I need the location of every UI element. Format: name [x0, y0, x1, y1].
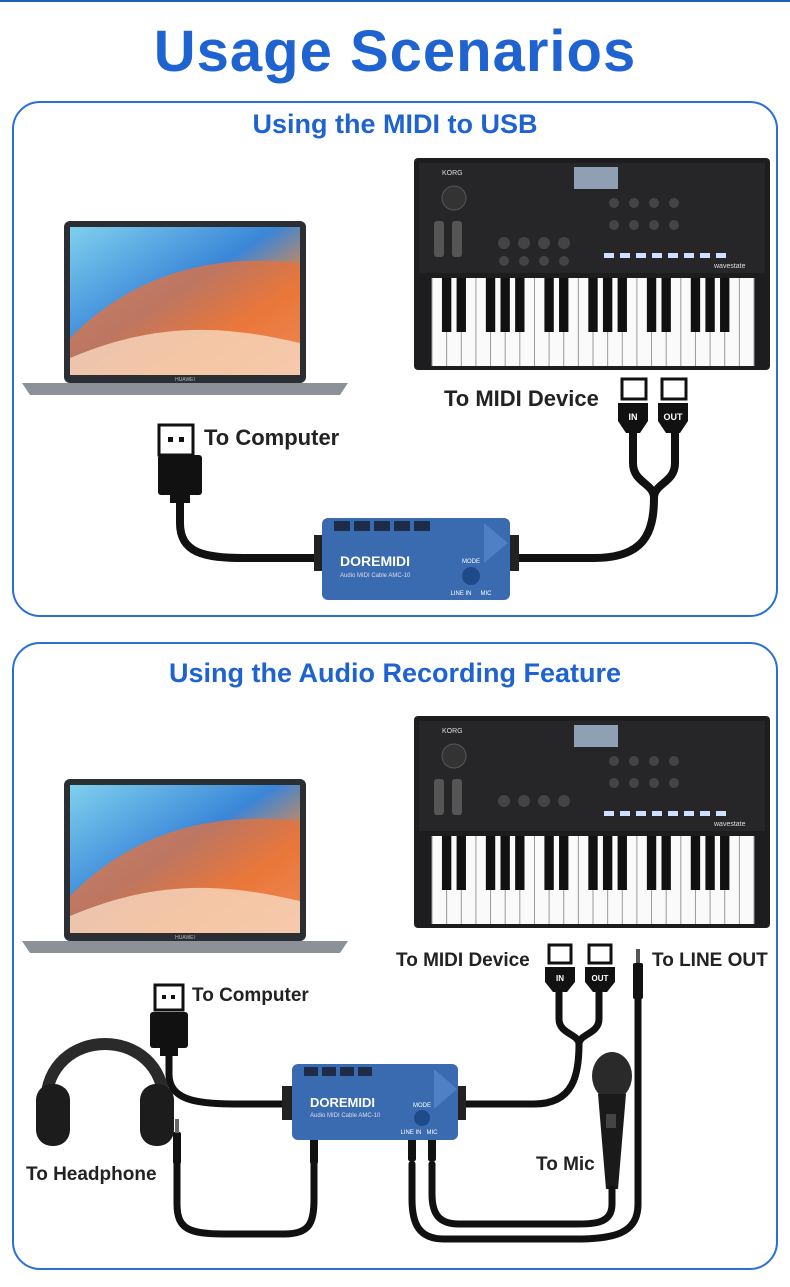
scenario-midi-usb-panel: Using the MIDI to USB HUAWEI — [12, 101, 778, 617]
line-in-label: LINE IN — [400, 1130, 421, 1136]
black-key — [515, 278, 525, 332]
line-out-cable — [408, 995, 642, 1243]
to-midi-device-label: To MIDI Device — [444, 386, 599, 411]
synth-brand: KORG — [442, 728, 463, 735]
black-key — [485, 278, 496, 332]
black-key — [515, 836, 525, 890]
headphone-icon — [36, 1038, 174, 1146]
black-key — [441, 278, 452, 332]
scenario1-diagram: HUAWEI KORG wavestate — [22, 158, 770, 600]
black-key — [559, 278, 569, 332]
audio-midi-interface: DOREMIDI Audio MIDI Cable AMC-10 MODE LI… — [282, 1064, 466, 1140]
midi-in-label: IN — [629, 412, 638, 422]
black-key — [690, 278, 701, 332]
mic-cable — [428, 1160, 616, 1228]
synth-brand: KORG — [442, 170, 463, 177]
black-key — [441, 836, 452, 890]
black-key — [602, 836, 613, 890]
headphone-cable — [173, 1160, 318, 1238]
scenario2-title: Using the Audio Recording Feature — [168, 658, 622, 688]
black-key — [661, 278, 671, 332]
synth-model: wavestate — [713, 821, 746, 828]
usb-icon — [157, 423, 195, 457]
black-key — [456, 836, 466, 890]
black-key — [720, 278, 730, 332]
synth-keys-2 — [431, 836, 755, 924]
laptop: HUAWEI — [22, 221, 348, 395]
black-key — [602, 278, 613, 332]
scenario1-title: Using the MIDI to USB — [252, 109, 538, 139]
usb-plug — [150, 1012, 188, 1056]
page-title: Usage Scenarios — [153, 19, 637, 84]
scenario-audio-recording-panel: Using the Audio Recording Feature HUAWEI… — [12, 642, 778, 1270]
midi-in-label: IN — [556, 974, 564, 983]
midi-out-label: OUT — [664, 412, 684, 422]
to-mic-label: To Mic — [536, 1154, 595, 1175]
synthesizer: KORG wavestate — [414, 716, 770, 928]
usb-cable — [165, 1050, 298, 1108]
black-key — [661, 836, 671, 890]
synthesizer: KORG wavestate — [414, 158, 770, 370]
usb-icon — [153, 983, 185, 1012]
synth-model: wavestate — [713, 263, 746, 270]
mic-label: MIC — [481, 591, 493, 597]
synth-keys-1 — [431, 278, 755, 366]
black-key — [588, 278, 598, 332]
headphone-jack-left — [173, 1119, 181, 1164]
audio-midi-interface: DOREMIDI Audio MIDI Cable AMC-10 MODE LI… — [314, 518, 519, 600]
to-computer-label: To Computer — [204, 425, 340, 450]
to-headphone-label: To Headphone — [26, 1164, 157, 1185]
midi-in-plug — [618, 377, 648, 433]
black-key — [559, 836, 569, 890]
top-rule — [0, 0, 790, 2]
black-key — [705, 278, 715, 332]
midi-out-plug — [658, 377, 688, 433]
laptop-brand: HUAWEI — [175, 935, 195, 941]
interface-model: Audio MIDI Cable AMC-10 — [310, 1113, 381, 1119]
black-key — [646, 836, 657, 890]
interface-brand: DOREMIDI — [310, 1095, 375, 1110]
midi-cable — [460, 985, 603, 1108]
black-key — [705, 836, 715, 890]
laptop: HUAWEI — [22, 779, 348, 953]
laptop-brand: HUAWEI — [175, 377, 195, 383]
black-key — [720, 836, 730, 890]
to-midi-device-label: To MIDI Device — [396, 950, 530, 971]
line-in-label: LINE IN — [450, 591, 471, 597]
line-out-jack — [633, 949, 643, 999]
to-line-out-label: To LINE OUT — [652, 950, 768, 971]
black-key — [500, 836, 510, 890]
mode-label: MODE — [413, 1103, 431, 1109]
black-key — [544, 836, 554, 890]
usb-plug — [158, 455, 202, 503]
usb-cable — [176, 494, 318, 562]
midi-out-label: OUT — [592, 974, 609, 983]
midi-out-plug — [585, 943, 615, 992]
mic-label: MIC — [427, 1130, 439, 1136]
interface-brand: DOREMIDI — [340, 553, 410, 569]
black-key — [617, 836, 627, 890]
black-key — [544, 278, 554, 332]
black-key — [588, 836, 598, 890]
black-key — [646, 278, 657, 332]
midi-in-plug — [545, 943, 575, 992]
microphone-icon — [592, 1052, 632, 1189]
black-key — [617, 278, 627, 332]
black-key — [500, 278, 510, 332]
black-key — [690, 836, 701, 890]
midi-cable — [515, 424, 679, 562]
black-key — [485, 836, 496, 890]
scenario2-diagram: HUAWEI KORG wavestate — [22, 716, 770, 1243]
interface-model: Audio MIDI Cable AMC-10 — [340, 573, 411, 579]
black-key — [456, 278, 466, 332]
mode-label: MODE — [462, 559, 480, 565]
to-computer-label: To Computer — [192, 985, 309, 1006]
